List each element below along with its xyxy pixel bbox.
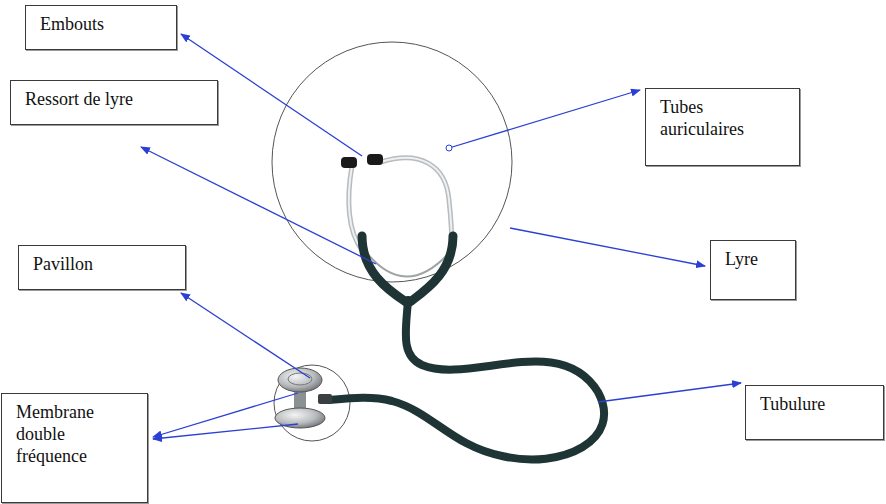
part-label-box: Tubulure xyxy=(745,385,884,440)
part-label: Lyre xyxy=(711,241,795,276)
part-label-box: Ressort de lyre xyxy=(10,80,218,125)
earpieces xyxy=(341,154,383,168)
part-label: Ressort de lyre xyxy=(11,81,217,116)
part-label-box: Embouts xyxy=(25,5,177,50)
part-label: Tubes auriculaires xyxy=(646,89,788,146)
part-label-box: Membrane double fréquence xyxy=(1,393,148,503)
part-label-box: Pavillon xyxy=(18,245,186,290)
tubing xyxy=(330,300,604,459)
part-label-box: Lyre xyxy=(710,240,796,300)
leader-dot xyxy=(446,145,452,151)
part-label: Tubulure xyxy=(746,386,883,421)
part-label: Pavillon xyxy=(19,246,185,281)
lyre-circle xyxy=(272,42,512,282)
part-label: Membrane double fréquence xyxy=(2,394,134,473)
part-label-box: Tubes auriculaires xyxy=(645,88,800,166)
part-label: Embouts xyxy=(26,6,176,41)
y-tubing xyxy=(362,236,453,302)
